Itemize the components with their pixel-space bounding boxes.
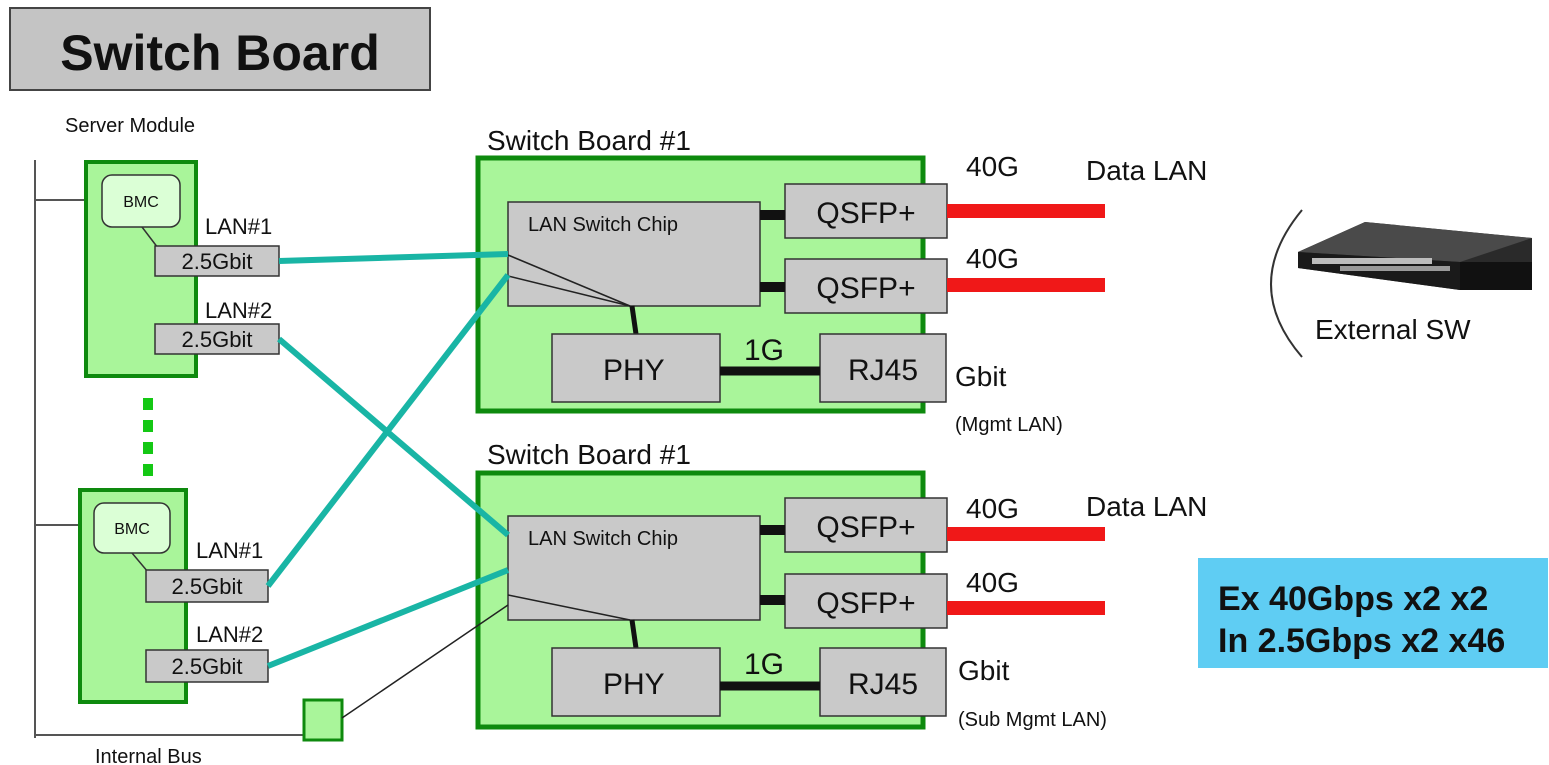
board-title: Switch Board #1: [487, 125, 691, 156]
lan2-speed: 2.5Gbit: [182, 327, 253, 352]
lan2-speed: 2.5Gbit: [172, 654, 243, 679]
qsfp-label-1: QSFP+: [816, 511, 915, 544]
phy-chip: [551, 333, 721, 403]
link-1g-label: 1G: [744, 648, 784, 681]
speed-label-1: 40G: [966, 151, 1019, 182]
bracket-arc: [1270, 209, 1303, 358]
lan-switch-chip: [507, 201, 761, 307]
link-m1-lan1-board1: [278, 251, 509, 264]
server-links: [265, 251, 511, 669]
lan1-label: LAN#1: [196, 538, 263, 563]
data-lan-label: Data LAN: [1086, 155, 1207, 186]
external-sw-label: External SW: [1315, 314, 1471, 345]
gbit-label: Gbit: [958, 655, 1010, 686]
bmc-label: BMC: [114, 521, 150, 538]
chip-label: LAN Switch Chip: [528, 528, 678, 550]
rj45-label: RJ45: [848, 354, 918, 387]
lan2-label: LAN#2: [196, 622, 263, 647]
lan1-speed: 2.5Gbit: [182, 249, 253, 274]
board-title: Switch Board #1: [487, 439, 691, 470]
internal-bus-label: Internal Bus: [95, 746, 202, 765]
qsfp-label-1: QSFP+: [816, 197, 915, 230]
qsfp-label-2: QSFP+: [816, 587, 915, 620]
gbit-label: Gbit: [955, 361, 1007, 392]
lan-switch-chip: [507, 515, 761, 621]
mgmt-lan-label: (Sub Mgmt LAN): [958, 709, 1107, 731]
link-1g-label: 1G: [744, 334, 784, 367]
server-module-1: BMC LAN#1 2.5Gbit LAN#2 2.5Gbit: [84, 160, 280, 378]
qsfp-label-2: QSFP+: [816, 272, 915, 305]
phy-label: PHY: [603, 354, 665, 387]
server-module-label: Server Module: [65, 115, 195, 137]
title-box: Switch Board: [9, 7, 431, 91]
rj45-port: [819, 647, 947, 717]
phy-chip: [551, 647, 721, 717]
bus-connector: [302, 698, 344, 742]
link-m1-lan2-board2: [277, 336, 510, 538]
bmc-chip: [101, 174, 181, 228]
internal-bus: [34, 160, 305, 738]
lan1-speed: 2.5Gbit: [172, 574, 243, 599]
switch-board-1: Switch Board #1 LAN Switch Chip QSFP+ QS…: [475, 125, 948, 414]
speed-label-2: 40G: [966, 567, 1019, 598]
qsfp-port-1: [784, 497, 948, 553]
speed-label-1: 40G: [966, 493, 1019, 524]
phy-label: PHY: [603, 668, 665, 701]
summary-line-2: In 2.5Gbps x2 x46: [1218, 622, 1505, 660]
bmc-label: BMC: [123, 194, 159, 211]
lan2-port: [145, 649, 269, 683]
data-lan-label: Data LAN: [1086, 491, 1207, 522]
network-switch-icon: [1298, 222, 1532, 290]
link-m2-lan1-board1: [265, 273, 511, 588]
rj45-label: RJ45: [848, 668, 918, 701]
diagram-title: Switch Board: [60, 25, 379, 81]
switch-board-2: Switch Board #1 LAN Switch Chip QSFP+ QS…: [475, 439, 948, 730]
bandwidth-summary: Ex 40Gbps x2 x2 In 2.5Gbps x2 x46: [1198, 558, 1548, 668]
lan1-label: LAN#1: [205, 214, 272, 239]
lan2-label: LAN#2: [205, 298, 272, 323]
qsfp-port-2: [784, 258, 948, 314]
chip-label: LAN Switch Chip: [528, 214, 678, 236]
external-switch: External SW: [1270, 209, 1532, 358]
server-module-2: BMC LAN#1 2.5Gbit LAN#2 2.5Gbit: [78, 488, 269, 704]
speed-label-2: 40G: [966, 243, 1019, 274]
link-m2-lan2-board2: [266, 567, 510, 669]
summary-line-1: Ex 40Gbps x2 x2: [1218, 580, 1488, 618]
bus-link-board2: [341, 604, 509, 719]
lan1-port: [145, 569, 269, 603]
mgmt-lan-label: (Mgmt LAN): [955, 414, 1063, 436]
